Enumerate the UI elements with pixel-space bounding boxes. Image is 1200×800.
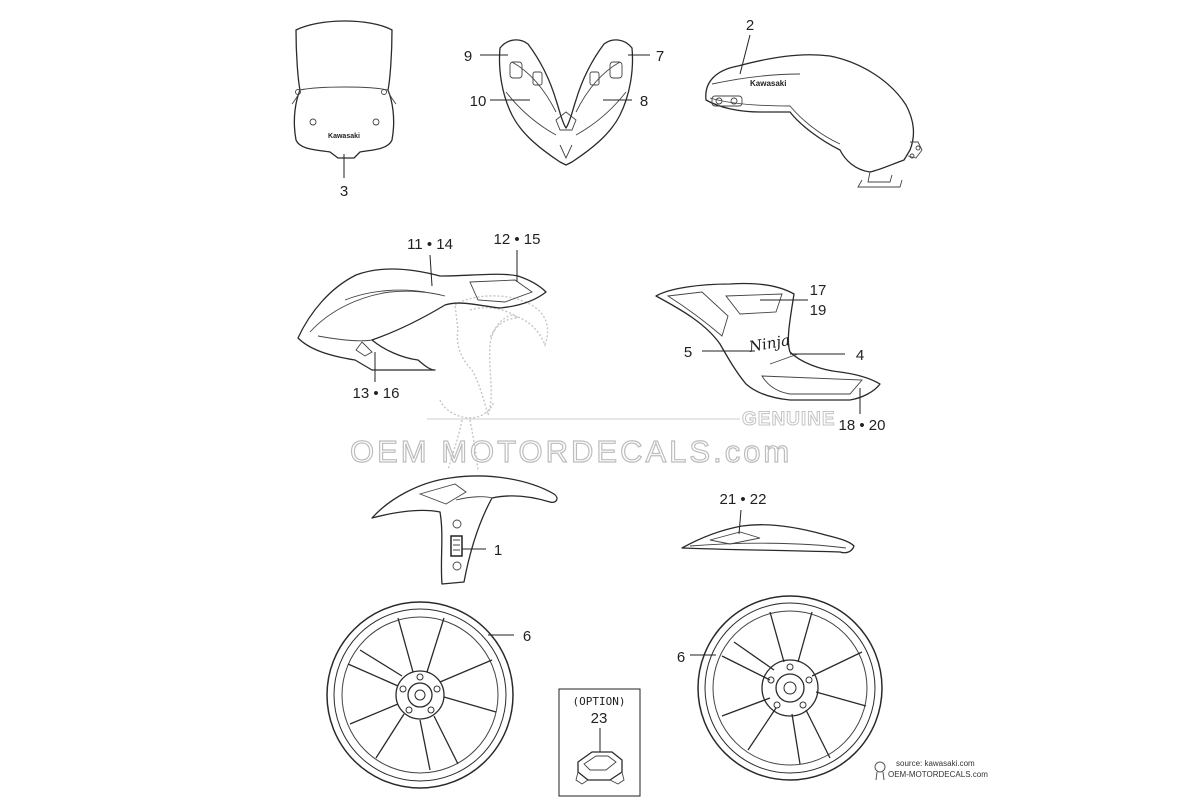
front-fender-part bbox=[371, 475, 558, 585]
windshield-part: Kawasaki bbox=[291, 20, 397, 159]
fuel-tank-part: Kawasaki bbox=[705, 54, 923, 188]
callout-4: 4 bbox=[856, 347, 864, 364]
source-line-2: OEM-MOTORDECALS.com bbox=[888, 770, 988, 779]
callout-23: 23 bbox=[591, 710, 608, 727]
leader-11-14 bbox=[429, 254, 433, 287]
callout-11-14: 11 • 14 bbox=[407, 236, 453, 253]
callout-6-front: 6 bbox=[523, 628, 531, 645]
front-cowl-part bbox=[498, 39, 634, 166]
option-label: (OPTION) bbox=[573, 695, 626, 708]
callout-6-rear: 6 bbox=[677, 649, 685, 666]
callout-7: 7 bbox=[656, 48, 664, 65]
callout-10: 10 bbox=[470, 93, 487, 110]
callout-21-22: 21 • 22 bbox=[720, 491, 767, 508]
tail-piece-part bbox=[681, 524, 855, 554]
source-logo-icon bbox=[874, 761, 886, 781]
watermark-site: OEM MOTORDECALS.com bbox=[350, 434, 792, 469]
callout-3: 3 bbox=[340, 183, 348, 200]
callout-2: 2 bbox=[746, 17, 754, 34]
callout-17: 17 bbox=[810, 282, 827, 299]
callout-1: 1 bbox=[494, 542, 502, 559]
callout-8: 8 bbox=[640, 93, 648, 110]
watermark-emblem bbox=[439, 295, 549, 471]
windshield-logo: Kawasaki bbox=[328, 133, 360, 140]
option-box: (OPTION) 23 bbox=[558, 688, 641, 797]
leader-2 bbox=[739, 34, 751, 75]
source-line-1: source: kawasaki.com bbox=[896, 759, 975, 768]
callout-18-20: 18 • 20 bbox=[839, 417, 886, 434]
tank-logo: Kawasaki bbox=[750, 79, 786, 88]
watermark-genuine: GENUINE bbox=[742, 409, 836, 430]
callout-5: 5 bbox=[684, 344, 692, 361]
callout-12-15: 12 • 15 bbox=[494, 231, 541, 248]
callout-13-16: 13 • 16 bbox=[353, 385, 400, 402]
callout-9: 9 bbox=[464, 48, 472, 65]
leader-21-22 bbox=[738, 509, 742, 535]
source-note: source: kawasaki.com OEM-MOTORDECALS.com bbox=[874, 759, 988, 781]
side-cover-logo: Ninja bbox=[747, 331, 792, 356]
side-cover-part: Ninja bbox=[655, 282, 881, 401]
option-part bbox=[575, 751, 625, 785]
front-wheel-part bbox=[326, 601, 514, 789]
side-fairing-part bbox=[297, 268, 547, 371]
rear-wheel-part bbox=[697, 595, 883, 781]
watermark: GENUINE OEM MOTORDECALS.com bbox=[349, 295, 836, 471]
callout-19: 19 bbox=[810, 302, 827, 319]
